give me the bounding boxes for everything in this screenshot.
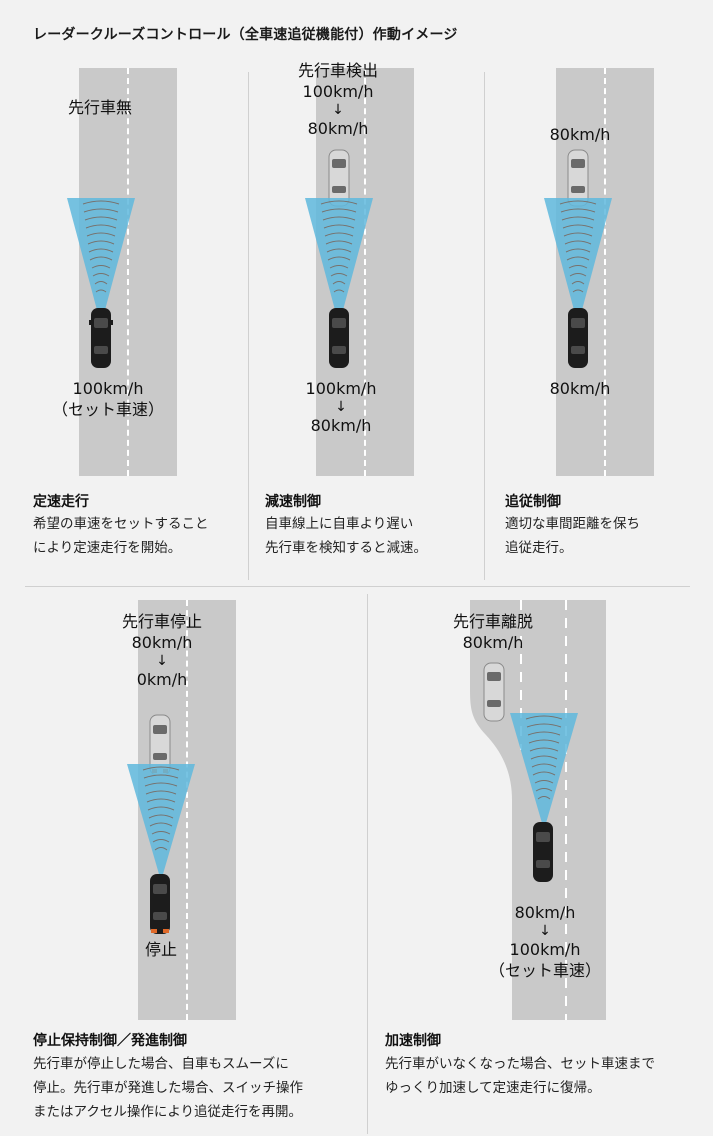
top-label: 先行車検出 100km/h ↓ 80km/h [297,61,379,138]
bottom-label: 100km/h （セット車速） [51,379,165,419]
lane-line [604,68,606,476]
panel-heading: 加速制御 [385,1033,441,1049]
own-car [533,822,553,882]
own-car [150,874,170,934]
panel-heading: 停止保持制御／発進制御 [33,1033,187,1049]
panel-description: 先行車がいなくなった場合、セット車速まで ゆっくり加速して定速走行に復帰。 [385,1056,655,1096]
top-label: 80km/h [549,125,611,144]
top-label: 先行車離脱 80km/h [452,612,534,652]
lane-line [186,600,188,1020]
panel-heading: 定速走行 [33,494,89,510]
radar-beam [305,198,373,325]
lead-car [328,149,350,207]
top-label: 先行車無 [67,98,133,117]
panel-description: 自車線上に自車より遅い 先行車を検知すると減速。 [265,516,427,556]
panel-description: 先行車が停止した場合、自車もスムーズに 停止。先行車が発進した場合、スイッチ操作… [33,1056,303,1120]
bottom-label: 80km/h ↓ 100km/h （セット車速） [488,903,602,980]
page-title: レーダークルーズコントロール（全車速追従機能付）作動イメージ [33,27,458,43]
divider [367,594,368,1134]
panel-description: 適切な車間距離を保ち 追従走行。 [505,516,640,556]
bottom-label: 80km/h [549,379,611,398]
leaving-car [483,662,505,722]
lane-line [364,68,366,476]
lead-car [567,149,589,207]
radar-beam [67,198,135,325]
lane-line [127,68,129,476]
own-car [568,308,588,368]
radar-beam [510,713,578,830]
radar-beam [544,198,612,325]
arrow-down-icon: ↓ [156,653,168,669]
divider [484,72,485,580]
divider [25,586,690,587]
panel-description: 希望の車速をセットすること により定速走行を開始。 [33,516,209,556]
bottom-label: 100km/h ↓ 80km/h [305,379,377,435]
arrow-down-icon: ↓ [539,923,551,939]
own-car [329,308,349,368]
radar-beam [127,764,195,881]
panel-heading: 追従制御 [505,494,561,510]
arrow-down-icon: ↓ [335,399,347,415]
top-label: 先行車停止 80km/h ↓ 0km/h [121,612,203,689]
panel-heading: 減速制御 [265,494,321,510]
own-car [89,308,113,368]
arrow-down-icon: ↓ [332,102,344,118]
bottom-label: 停止 [144,940,178,959]
divider [248,72,249,580]
